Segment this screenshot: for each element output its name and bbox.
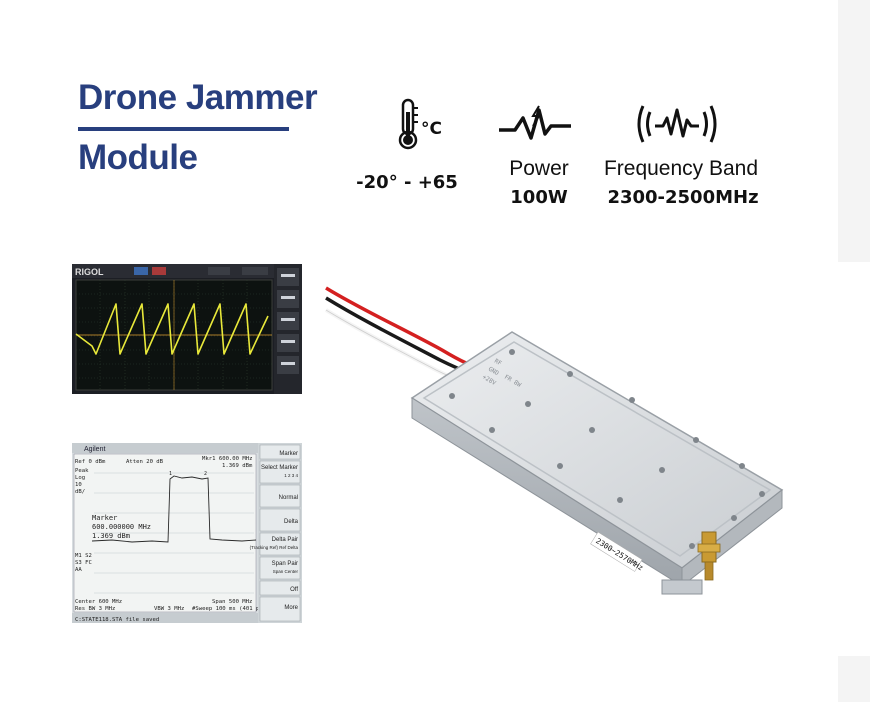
span: Span 500 MHz xyxy=(212,599,252,605)
sweep: #Sweep 100 ms (401 pts) xyxy=(192,606,269,612)
power-pulse-icon xyxy=(499,105,571,140)
temperature-range: -20° - +65 xyxy=(356,172,458,193)
atten: Atten 20 dB xyxy=(126,459,164,465)
edge-strip-bottom xyxy=(838,656,870,702)
title-line-1: Drone Jammer xyxy=(78,78,318,117)
jammer-module-photo: RF GND +28V FR 8W 2300~2570MHz xyxy=(324,286,784,595)
celsius-symbol: °C xyxy=(421,119,442,139)
status-line: C:STATE118.STA file saved xyxy=(75,617,159,623)
power-value: 100W xyxy=(510,187,568,208)
mkr-value: 1.369 dBm xyxy=(222,463,253,469)
power-label: Power xyxy=(509,157,569,180)
softkey-select-marker: Select Marker xyxy=(261,465,298,471)
marker-freq: 600.000000 MHz xyxy=(92,523,151,531)
softkey-delta-pair: Delta Pair xyxy=(272,537,298,543)
marker-label: Marker xyxy=(92,514,117,522)
title-line-2: Module xyxy=(78,138,198,177)
softkey-span-pair: Span Pair xyxy=(272,561,298,567)
softkey-delta: Delta xyxy=(284,519,299,525)
thermometer-celsius-icon: °C xyxy=(398,98,442,150)
softkey-select-sub: 1 2 3 4 xyxy=(284,473,298,478)
mkr1: Mkr1 600.00 MHz xyxy=(202,456,253,462)
softkey-delta-sub: (Tracking Ref) Ref Delta xyxy=(250,545,299,550)
mid-label-2: S3 FC xyxy=(75,560,92,566)
analyzer-brand: Agilent xyxy=(84,446,105,453)
mid-label-1: M1 S2 xyxy=(75,553,92,559)
center-freq: Center 600 MHz xyxy=(75,599,122,605)
softkey-span-sub: Span Center xyxy=(273,569,299,574)
black-wire xyxy=(325,296,483,380)
oscilloscope-brand: RIGOL xyxy=(75,267,104,277)
softkey-marker: Marker xyxy=(279,451,298,457)
left-label-peak: Peak xyxy=(75,468,89,474)
frequency-label: Frequency Band xyxy=(603,157,759,180)
left-label-unit: dB/ xyxy=(75,489,85,495)
svg-text:1: 1 xyxy=(169,471,172,477)
spectrum-analyzer-screenshot: Agilent Ref 0 dBm Atten 20 dB Mkr1 600.0… xyxy=(72,443,302,623)
ref-level: Ref 0 dBm xyxy=(75,459,106,465)
frequency-value: 2300-2500MHz xyxy=(607,187,759,208)
softkey-more: More xyxy=(284,605,298,611)
signal-wave-icon xyxy=(637,105,717,143)
edge-strip-top xyxy=(838,0,870,262)
mid-label-3: AA xyxy=(75,567,82,573)
title-divider xyxy=(78,127,289,131)
softkey-normal: Normal xyxy=(279,495,298,501)
softkey-off: Off xyxy=(290,587,298,593)
red-wire xyxy=(325,286,485,372)
marker-level: 1.369 dBm xyxy=(92,532,130,540)
oscilloscope-screenshot: RIGOL xyxy=(72,264,302,394)
engraving-gnd: GND xyxy=(487,366,500,378)
svg-text:2: 2 xyxy=(204,471,207,477)
res-bw: Res BW 3 MHz xyxy=(75,606,115,612)
vbw: VBW 3 MHz xyxy=(154,606,184,612)
left-label-log: Log xyxy=(75,475,85,481)
engraving-rf: RF xyxy=(493,358,503,368)
left-label-scale: 10 xyxy=(75,482,82,488)
